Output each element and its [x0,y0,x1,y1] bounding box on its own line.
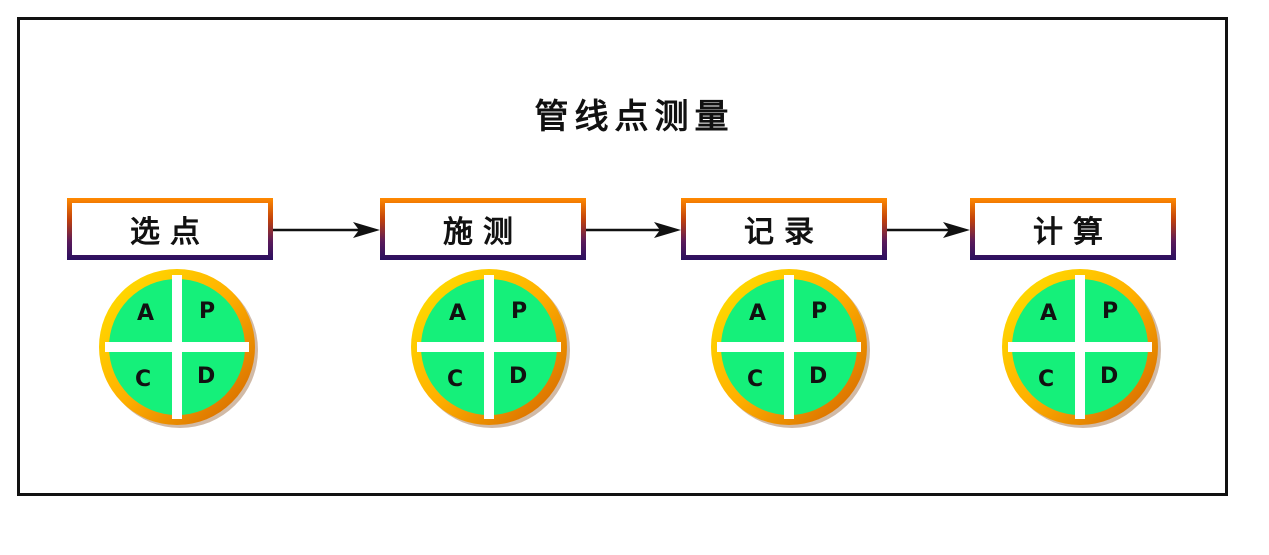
step-label-1: 选点 [72,203,268,255]
quadrant-d: D [809,364,828,389]
step-box-3: 记录 [681,198,887,260]
pdca-wheel-1: A P C D [97,267,259,429]
quadrant-a: A [749,301,767,326]
step-box-2: 施测 [380,198,586,260]
diagram-title: 管线点测量 [534,97,735,137]
quadrant-d: D [509,364,528,389]
arrow-3 [887,222,970,238]
quadrant-p: P [199,299,216,324]
quadrant-c: C [747,367,764,392]
quadrant-a: A [137,301,155,326]
quadrant-a: A [1040,301,1058,326]
pdca-wheel-4: A P C D [1000,267,1162,429]
step-label-3: 记录 [686,203,882,255]
quadrant-p: P [1102,299,1119,324]
quadrant-p: P [811,299,828,324]
quadrant-p: P [511,299,528,324]
quadrant-d: D [1100,364,1119,389]
quadrant-c: C [135,367,152,392]
quadrant-d: D [197,364,216,389]
step-box-4: 计算 [970,198,1176,260]
quadrant-c: C [447,367,464,392]
quadrant-c: C [1038,367,1055,392]
step-label-2: 施测 [385,203,581,255]
arrow-2 [586,222,681,238]
step-label-4: 计算 [975,203,1171,255]
pdca-wheel-3: A P C D [709,267,871,429]
arrow-1 [273,222,380,238]
step-box-1: 选点 [67,198,273,260]
quadrant-a: A [449,301,467,326]
pdca-wheel-2: A P C D [409,267,571,429]
